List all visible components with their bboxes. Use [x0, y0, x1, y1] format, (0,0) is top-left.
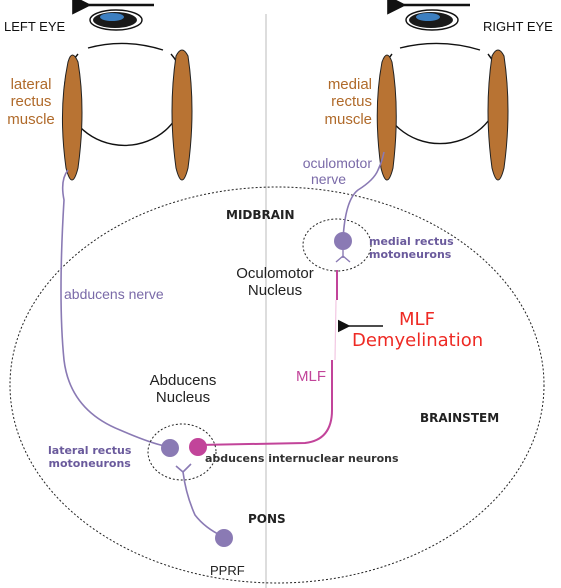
oculomotor-nucleus-outline: [302, 218, 372, 272]
right-eye: [376, 0, 509, 181]
left-eye-label: LEFT EYE: [4, 19, 66, 34]
left-medial-rectus-muscle: [171, 49, 193, 181]
mlf-pathway-lower: [197, 360, 333, 446]
medial-rectus-motoneuron: [334, 232, 352, 250]
brainstem-label: BRAINSTEM: [420, 411, 500, 425]
pprf-projection: [175, 463, 223, 537]
medial-rectus-motoneurons-label: medial rectus motoneurons: [369, 235, 454, 261]
pons-label: PONS: [248, 512, 286, 526]
mlf-demyelinated-segment: [334, 299, 337, 361]
right-medial-rectus-muscle: [376, 54, 397, 181]
lateral-rectus-motoneuron: [161, 439, 179, 457]
abducens-nerve: [60, 169, 166, 447]
abducens-nerve-label: abducens nerve: [64, 286, 164, 302]
left-eye: [61, 0, 193, 181]
mlf-label: MLF: [296, 368, 326, 385]
abducens-nucleus-outline: [147, 423, 217, 481]
lateral-rectus-muscle-label: lateral rectus muscle: [7, 76, 55, 128]
abducens-nucleus-label: Abducens Nucleus: [149, 372, 217, 407]
mlf-demyelination-label: MLF Demyelination: [352, 309, 484, 351]
oculomotor-nerve-label: oculomotor nerve: [302, 155, 372, 188]
left-lateral-rectus-muscle: [61, 54, 83, 181]
right-eye-label: RIGHT EYE: [483, 19, 553, 34]
abducens-internuclear-neurons-label: abducens internuclear neurons: [205, 452, 399, 465]
oculomotor-nerve: [342, 151, 385, 241]
pprf-label: PPRF: [210, 563, 245, 578]
medial-rectus-muscle-label: medial rectus muscle: [324, 76, 372, 128]
oculomotor-nucleus-label: Oculomotor Nucleus: [236, 265, 314, 300]
right-lateral-rectus-muscle: [487, 49, 509, 181]
pprf-neuron: [215, 529, 233, 547]
lateral-rectus-motoneurons-label: lateral rectus motoneurons: [48, 444, 132, 470]
brainstem-outline: [9, 186, 545, 584]
midbrain-label: MIDBRAIN: [226, 208, 295, 222]
abducens-internuclear-neuron: [189, 438, 207, 456]
